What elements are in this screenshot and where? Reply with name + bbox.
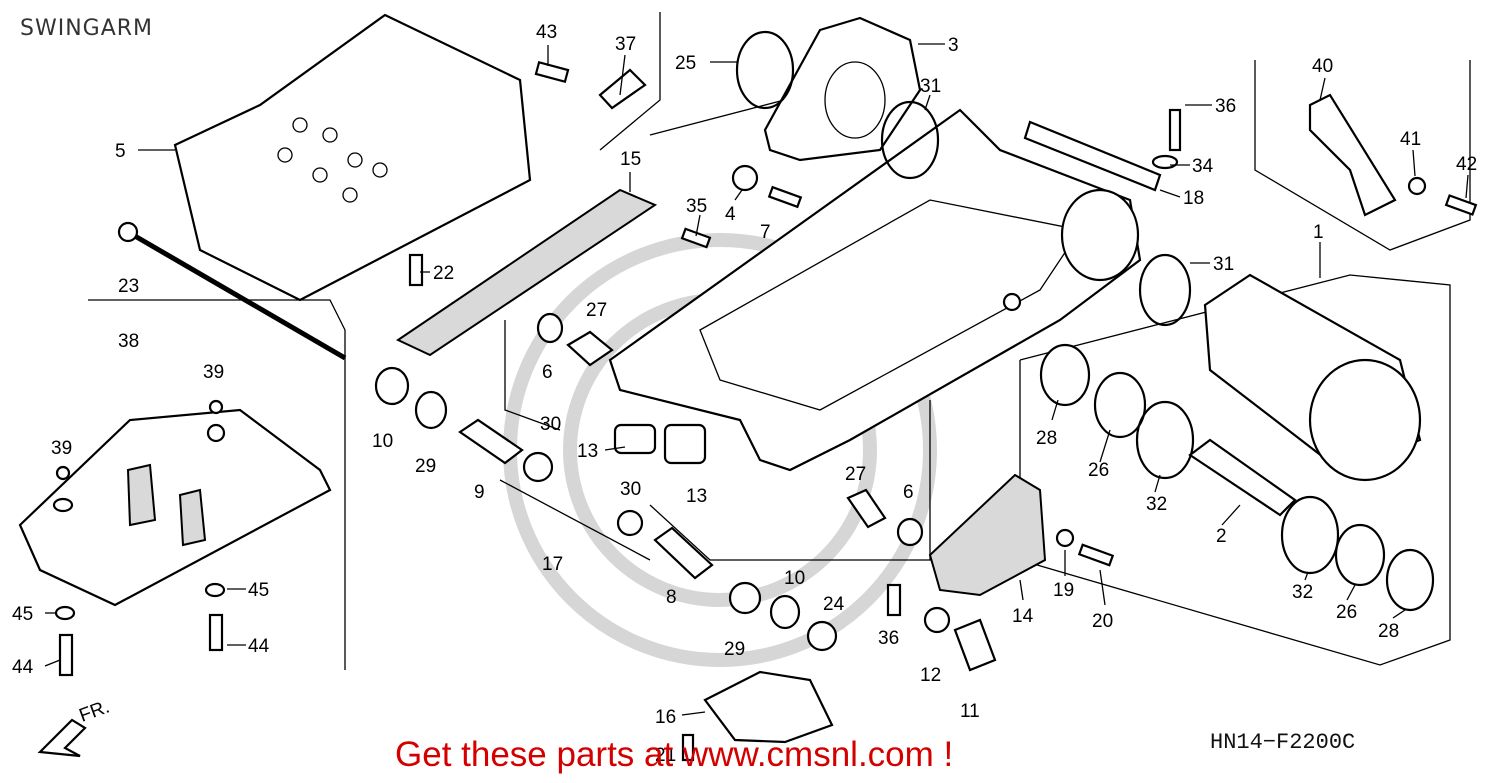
callout-43: 43 (536, 22, 557, 43)
callout-41: 41 (1400, 129, 1421, 150)
part-25-circlip[interactable] (735, 30, 795, 110)
callout-10: 10 (784, 568, 805, 589)
part-38-skid-plate[interactable] (18, 408, 332, 607)
callout-39: 39 (51, 438, 72, 459)
part-3-eccentric-hub[interactable] (763, 16, 922, 162)
part-28-seal-lower[interactable] (1385, 548, 1435, 612)
callout-24: 24 (823, 594, 845, 615)
callout-2: 2 (1216, 526, 1227, 547)
swingarm-body[interactable] (608, 108, 1142, 472)
part-23-bolt-head (117, 221, 139, 243)
callout-26: 26 (1088, 460, 1109, 481)
swingarm-hub-bore (1060, 188, 1140, 282)
callout-29: 29 (724, 639, 745, 660)
part-32-o-ring-upper[interactable] (1135, 400, 1195, 480)
callout-13: 13 (577, 441, 598, 462)
callout-27: 27 (586, 300, 607, 321)
callout-labels: 43 37 25 3 31 36 40 5 15 35 4 7 34 18 41… (12, 22, 1477, 766)
callout-12: 12 (920, 665, 941, 686)
callout-42: 42 (1456, 154, 1477, 175)
front-direction-arrow: FR. (37, 696, 113, 758)
part-23-pivot-bolt[interactable] (126, 229, 347, 361)
promo-banner[interactable]: Get these parts at www.cmsnl.com ! (395, 735, 954, 774)
part-31-o-ring-lower[interactable] (1138, 253, 1192, 327)
front-marker-text: FR. (77, 696, 113, 726)
callout-25: 25 (675, 53, 696, 74)
callout-30: 30 (620, 479, 641, 500)
callout-36: 36 (1215, 96, 1236, 117)
part-16-cover[interactable] (703, 670, 834, 744)
callout-28: 28 (1378, 621, 1399, 642)
part-26-bearing-lower[interactable] (1334, 523, 1386, 587)
callout-36: 36 (878, 628, 899, 649)
part-28-seal-upper[interactable] (1039, 343, 1091, 407)
callout-39: 39 (203, 362, 224, 383)
callout-44: 44 (248, 636, 270, 657)
callout-45: 45 (12, 604, 33, 625)
callout-8: 8 (666, 587, 677, 608)
callout-9: 9 (474, 482, 485, 503)
callout-38: 38 (118, 331, 139, 352)
part-5-holes (277, 117, 388, 203)
part-31-o-ring-upper[interactable] (880, 100, 940, 180)
callout-6: 6 (542, 362, 553, 383)
part-26-bearing-upper[interactable] (1093, 371, 1147, 439)
callout-29: 29 (415, 456, 436, 477)
part-40-bracket[interactable] (1308, 93, 1397, 217)
callout-7: 7 (760, 222, 771, 243)
callout-20: 20 (1092, 611, 1113, 632)
callout-32: 32 (1292, 582, 1313, 603)
callout-45: 45 (248, 580, 269, 601)
small-hardware (52, 60, 1478, 762)
callout-10: 10 (372, 431, 393, 452)
callout-5: 5 (115, 141, 126, 162)
part-14-chain-guide[interactable] (928, 473, 1047, 597)
callout-4: 4 (725, 204, 736, 225)
callout-35: 35 (686, 196, 707, 217)
callout-27: 27 (845, 464, 866, 485)
callout-28: 28 (1036, 428, 1057, 449)
part-2-spacer[interactable] (1188, 438, 1297, 517)
callout-34: 34 (1192, 156, 1214, 177)
part-3-bore (824, 61, 886, 139)
callout-17: 17 (542, 554, 563, 575)
callout-15: 15 (620, 149, 641, 170)
callout-19: 19 (1053, 580, 1074, 601)
swingarm-inner (699, 199, 1082, 411)
callout-6: 6 (903, 482, 914, 503)
callout-40: 40 (1312, 56, 1333, 77)
callout-21: 21 (655, 745, 676, 766)
part-38-bosses (126, 463, 207, 547)
callout-18: 18 (1183, 188, 1204, 209)
callout-30: 30 (540, 414, 561, 435)
callout-11: 11 (960, 701, 980, 722)
leader-lines (44, 43, 1469, 716)
callout-37: 37 (615, 34, 636, 55)
callout-44: 44 (12, 657, 34, 678)
callout-16: 16 (655, 707, 676, 728)
callout-32: 32 (1146, 494, 1167, 515)
diagram-title: SWINGARM (20, 16, 154, 41)
part-32-o-ring-lower[interactable] (1280, 495, 1340, 575)
callout-22: 22 (433, 263, 454, 284)
diagram-code: HN14−F2200C (1210, 730, 1356, 755)
callout-31: 31 (1213, 254, 1234, 275)
callout-13: 13 (686, 486, 707, 507)
callout-3: 3 (948, 35, 959, 56)
callout-26: 26 (1336, 602, 1357, 623)
callout-1: 1 (1313, 222, 1324, 243)
part-5-skid-plate[interactable] (173, 13, 532, 302)
part-1-flange (1308, 358, 1422, 482)
callout-23: 23 (118, 276, 139, 297)
part-15-chain-slider[interactable] (395, 188, 658, 357)
callout-31: 31 (920, 76, 941, 97)
callout-14: 14 (1012, 606, 1034, 627)
